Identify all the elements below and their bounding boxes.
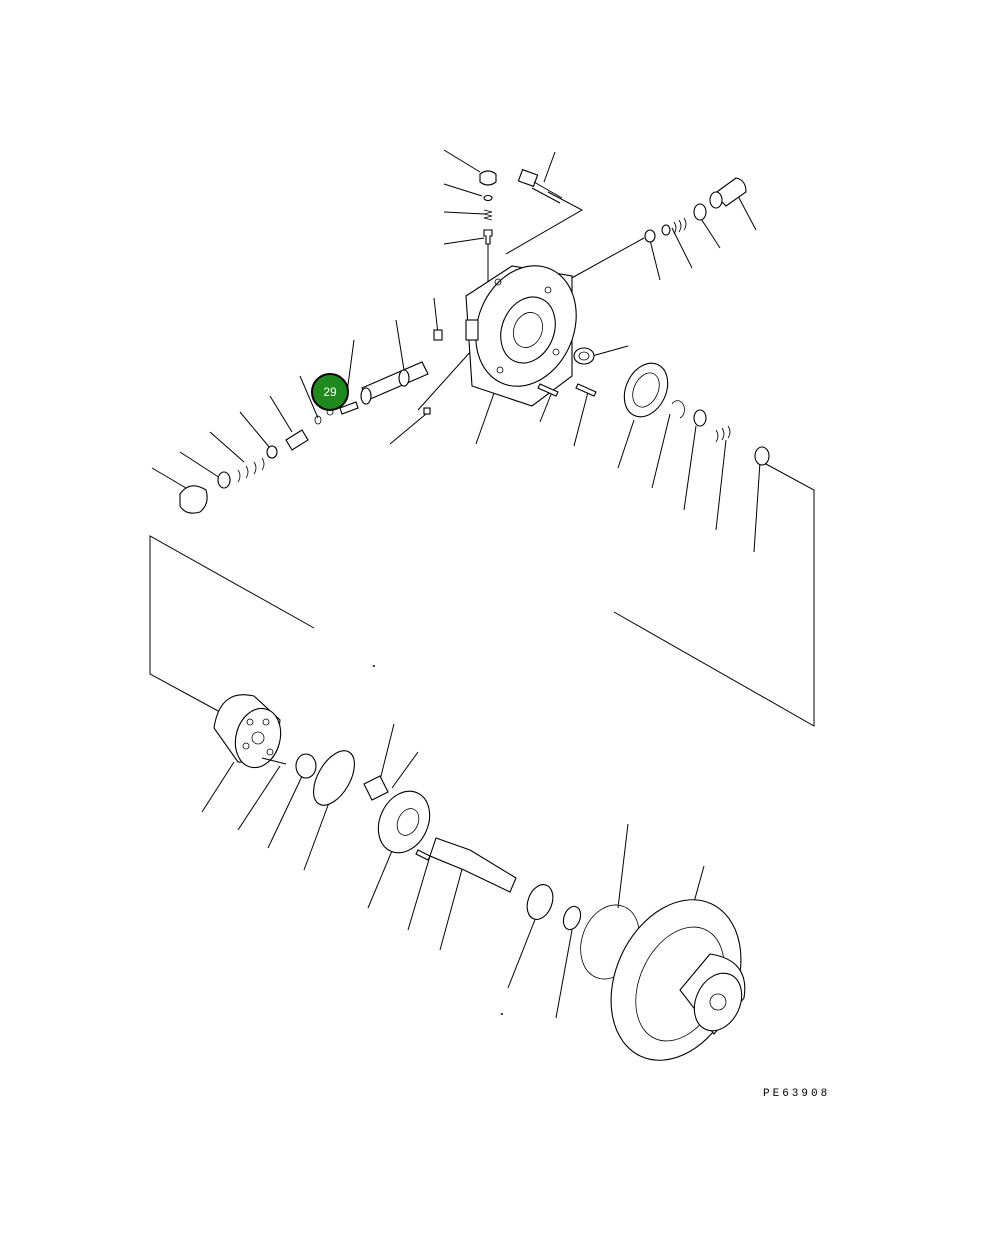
drawing-number: PE63908 <box>763 1088 831 1100</box>
lower-parts <box>213 694 640 980</box>
callout-29[interactable]: 29 <box>311 373 349 411</box>
leader-lines-upper <box>149 149 815 727</box>
leader-lines-lower <box>201 723 705 1019</box>
right-small-parts <box>537 347 770 466</box>
main-housing <box>465 265 577 407</box>
spool-parts <box>179 329 443 514</box>
upper-valve-parts <box>479 168 747 245</box>
flange-housing <box>610 899 746 1061</box>
